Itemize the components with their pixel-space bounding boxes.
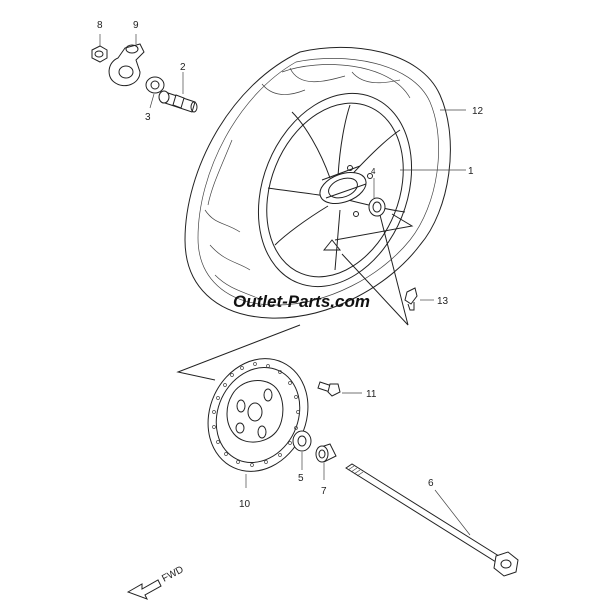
fwd-label: FWD xyxy=(160,564,185,584)
callout-2: 2 xyxy=(180,62,186,73)
axle-bolt-icon xyxy=(345,463,519,577)
tire-icon xyxy=(184,46,451,319)
callout-4: 4 xyxy=(371,167,376,176)
callout-13: 13 xyxy=(437,296,449,307)
callout-1: 1 xyxy=(468,166,474,177)
wheel-rim-icon xyxy=(257,92,413,288)
callout-8: 8 xyxy=(97,20,103,31)
brake-disc-icon xyxy=(207,358,309,472)
bearing-5-icon xyxy=(292,430,312,452)
callout-10: 10 xyxy=(239,499,251,510)
nut-icon xyxy=(91,45,108,63)
leader-lines xyxy=(99,34,471,536)
callout-7: 7 xyxy=(321,486,327,497)
callout-9: 9 xyxy=(133,20,139,31)
valve-icon xyxy=(404,287,418,311)
watermark-text: Outlet-Parts.com xyxy=(233,292,370,311)
callout-11: 11 xyxy=(366,389,377,400)
callout-3: 3 xyxy=(145,112,151,123)
callout-6: 6 xyxy=(428,478,434,489)
spacer-collar-icon xyxy=(315,443,337,463)
callout-5: 5 xyxy=(298,473,304,484)
fwd-arrow-icon xyxy=(126,579,162,600)
callout-12: 12 xyxy=(472,106,484,117)
speedometer-gearbox-icon xyxy=(108,43,145,87)
spacer-sleeve-icon xyxy=(158,90,198,113)
bearing-3-icon xyxy=(145,76,165,94)
disc-bolt-icon xyxy=(317,381,341,397)
